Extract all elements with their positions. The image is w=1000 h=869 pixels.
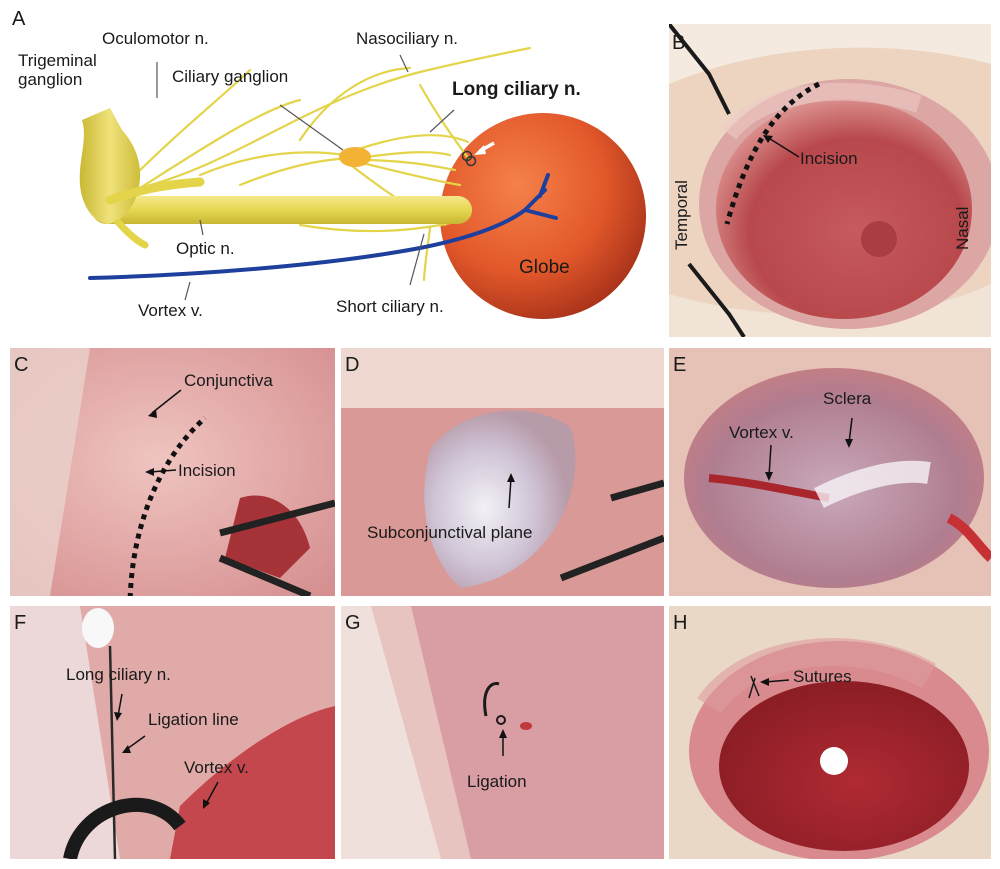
trigeminal-ganglion-shape: [79, 108, 205, 249]
panel-a-diagram: A Trigeminal ganglion Oculomotor n. Cili…: [0, 0, 660, 340]
trigeminal-label: Trigeminal ganglion: [18, 51, 97, 89]
panel-f-vortex-label: Vortex v.: [184, 758, 249, 777]
globe-label: Globe: [519, 257, 570, 278]
short-ciliary-label: Short ciliary n.: [336, 297, 444, 316]
vortex-vein-shape: [88, 173, 558, 280]
ligature-icon: [461, 150, 477, 167]
optic-nerve-label: Optic n.: [176, 239, 235, 258]
nasociliary-label: Nasociliary n.: [356, 29, 459, 48]
panel-a-letter: A: [12, 8, 26, 30]
panel-c-photo: C Conjunctiva Incision: [10, 348, 335, 596]
panel-g-photo: G Ligation: [341, 606, 664, 859]
panel-h-image: [669, 606, 991, 859]
panel-g-image: [341, 606, 664, 859]
conjunctiva-label: Conjunctiva: [184, 371, 273, 390]
ciliary-ganglion-shape: [339, 147, 371, 167]
panel-e-photo: E Sclera Vortex v.: [669, 348, 991, 596]
optic-nerve-shape: [92, 196, 472, 224]
panel-e-image: [669, 348, 991, 596]
panel-b-photo: B Incision Temporal Nasal: [669, 24, 991, 337]
temporal-label: Temporal: [672, 180, 691, 250]
ligation-line-label: Ligation line: [148, 710, 239, 729]
panel-h-letter: H: [673, 612, 688, 634]
panel-f-letter: F: [14, 612, 27, 634]
long-ciliary-label: Long ciliary n.: [452, 79, 581, 100]
sclera-label: Sclera: [823, 389, 872, 408]
trigeminal-label-line1: Trigeminal: [18, 51, 97, 70]
panel-h-photo: H Sutures: [669, 606, 991, 859]
panel-d-photo: D Subconjunctival plane: [341, 348, 664, 596]
panel-f-photo: F Long ciliary n. Ligation line Vortex v…: [10, 606, 335, 859]
panel-e-letter: E: [673, 354, 687, 376]
panel-c-incision-label: Incision: [178, 461, 236, 480]
ligation-label: Ligation: [467, 772, 527, 791]
panel-f-long-ciliary-label: Long ciliary n.: [66, 665, 171, 684]
anatomy-diagram: [79, 46, 646, 319]
panel-b-image: [669, 24, 991, 337]
sutures-label: Sutures: [793, 667, 852, 686]
panel-e-vortex-label: Vortex v.: [729, 423, 794, 442]
incision-dotted-line: [724, 81, 821, 225]
nasal-label: Nasal: [953, 206, 972, 250]
panel-c-letter: C: [14, 354, 29, 376]
panel-f-image: [10, 606, 335, 859]
panel-b-incision-label: Incision: [800, 149, 858, 168]
vortex-vein-label: Vortex v.: [138, 301, 203, 320]
trigeminal-label-line2: ganglion: [18, 69, 83, 89]
panel-b-letter: B: [672, 32, 686, 54]
panel-c-image: [10, 348, 335, 596]
subconjunctival-plane-label: Subconjunctival plane: [367, 523, 533, 542]
ciliary-ganglion-label: Ciliary ganglion: [172, 67, 289, 86]
panel-d-image: [341, 348, 664, 596]
panel-g-letter: G: [345, 612, 361, 634]
oculomotor-label: Oculomotor n.: [102, 29, 209, 48]
panel-d-letter: D: [345, 354, 360, 376]
